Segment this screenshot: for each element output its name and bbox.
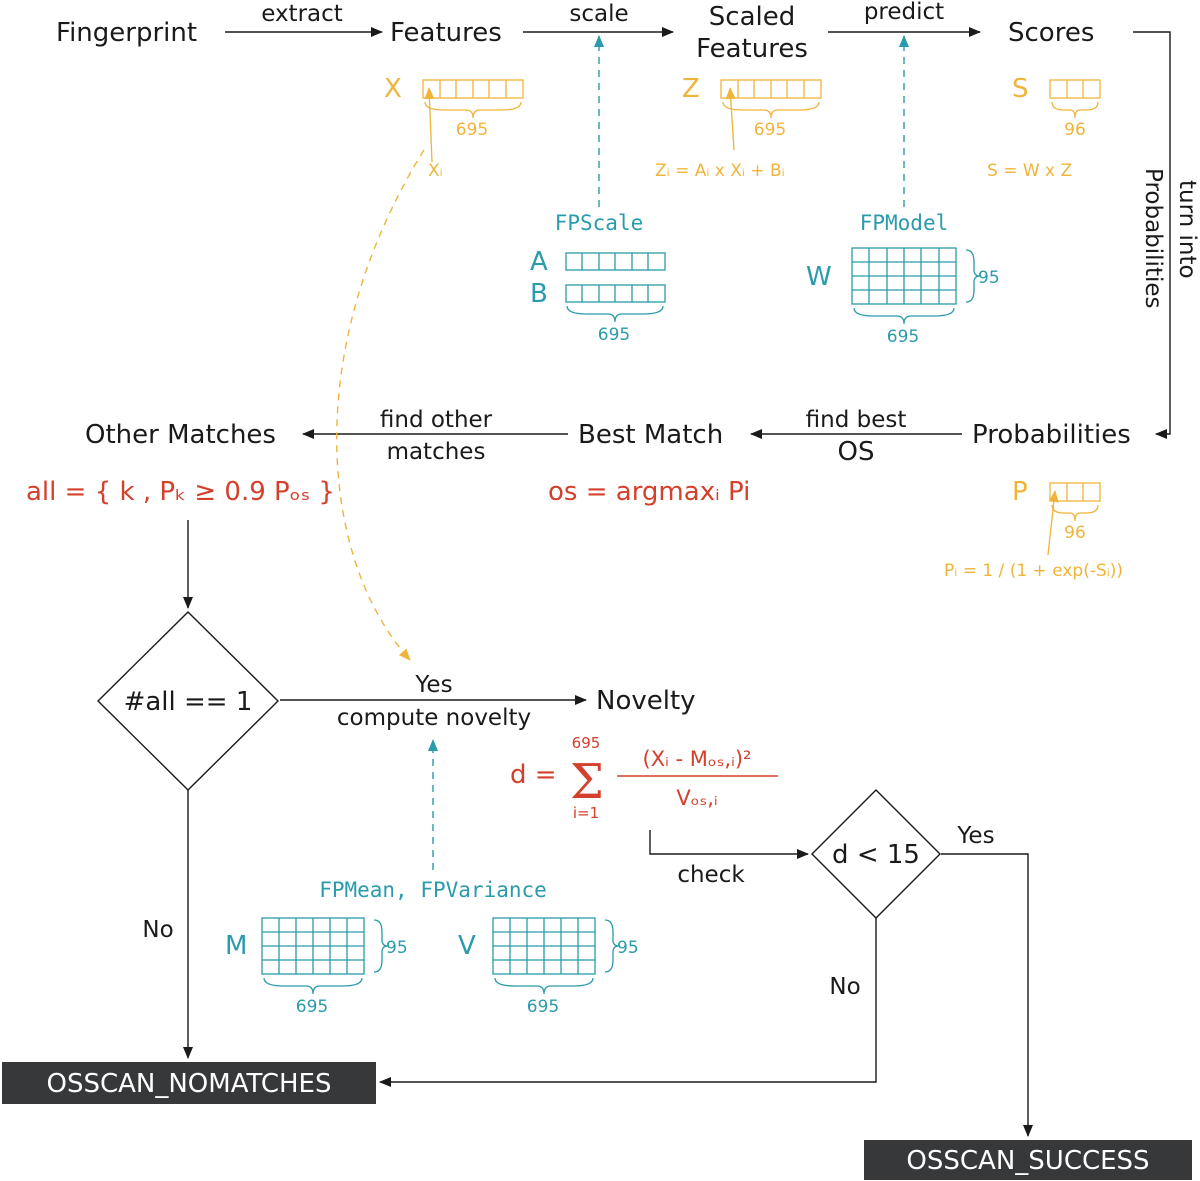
model-fpscale-title: FPScale <box>555 211 644 235</box>
formula-d-lhs: d = <box>510 760 557 790</box>
label-find-best-line2: OS <box>838 437 875 467</box>
label-find-best-line1: find best <box>806 407 907 433</box>
node-fingerprint: Fingerprint <box>56 18 197 48</box>
dashed-arrow-x-to-novelty <box>336 149 425 661</box>
vector-x-size: 695 <box>456 120 488 140</box>
label-yes-right: Yes <box>956 823 994 849</box>
model-fpmodel-cols: 695 <box>887 327 919 347</box>
model-fpmodel-rows: 95 <box>978 268 1000 288</box>
vector-p-pointer <box>1047 490 1059 556</box>
model-v-matrix <box>492 917 620 995</box>
vector-p-symbol: P <box>1012 477 1028 507</box>
node-scaled-features-line2: Features <box>696 34 808 64</box>
formula-d-upper: 695 <box>572 734 601 752</box>
vector-s-formula: S = W x Z <box>987 161 1072 181</box>
vector-s-size: 96 <box>1064 120 1086 140</box>
formula-all: all = { k , Pₖ ≥ 0.9 Pₒₛ } <box>26 477 335 507</box>
model-fpmodel-title: FPModel <box>860 211 949 235</box>
vector-x-element-pointer <box>424 87 435 163</box>
formula-distance: d = 695 Σ i=1 (Xᵢ - Mₒₛ,ᵢ)² Vₒₛ,ᵢ <box>510 734 778 822</box>
node-scaled-features-line1: Scaled <box>709 2 795 32</box>
vector-x-symbol: X <box>384 74 402 104</box>
label-turn-into-line2: Probabilities <box>1140 168 1166 309</box>
vector-z-formula: Zᵢ = Aᵢ x Xᵢ + Bᵢ <box>655 161 785 181</box>
arrow-yes-success <box>941 853 1033 1137</box>
model-fpmeanvar-title: FPMean, FPVariance <box>319 878 547 902</box>
terminal-nomatches: OSSCAN_NOMATCHES <box>2 1062 376 1104</box>
label-check: check <box>677 862 745 888</box>
label-compute-novelty: compute novelty <box>337 705 531 731</box>
formula-os: os = argmaxᵢ Pi <box>548 477 750 507</box>
node-features: Features <box>390 18 502 48</box>
node-probabilities: Probabilities <box>972 420 1131 450</box>
vector-s-symbol: S <box>1012 74 1029 104</box>
model-v-rows: 95 <box>617 938 639 958</box>
vector-x <box>422 79 524 119</box>
label-predict: predict <box>864 0 944 25</box>
formula-d-denominator: Vₒₛ,ᵢ <box>676 786 717 810</box>
vector-z <box>720 79 822 119</box>
model-fpscale-a: A <box>530 247 548 277</box>
vector-s <box>1049 79 1101 119</box>
label-extract: extract <box>261 1 343 27</box>
formula-d-lower: i=1 <box>573 804 599 822</box>
model-fpscale-b-vector <box>565 284 666 323</box>
label-no-right: No <box>829 974 860 1000</box>
terminal-success-label: OSSCAN_SUCCESS <box>906 1146 1149 1176</box>
formula-sigma: Σ <box>570 754 604 810</box>
model-v-symbol: V <box>458 931 476 961</box>
arrow-no-d-to-nomatches <box>379 918 877 1087</box>
vector-x-element: Xᵢ <box>428 161 443 181</box>
label-yes-top: Yes <box>414 672 452 698</box>
formula-d-numerator: (Xᵢ - Mₒₛ,ᵢ)² <box>643 747 752 771</box>
label-find-other-line1: find other <box>380 407 493 433</box>
terminal-nomatches-label: OSSCAN_NOMATCHES <box>47 1069 332 1099</box>
vector-p-size: 96 <box>1064 523 1086 543</box>
terminal-success: OSSCAN_SUCCESS <box>864 1140 1192 1180</box>
arrow-turn-into-probabilities <box>1133 31 1171 439</box>
model-fpscale-a-vector <box>565 252 666 271</box>
label-find-other-line2: matches <box>387 439 486 465</box>
node-novelty: Novelty <box>596 686 696 716</box>
vector-z-size: 695 <box>754 120 786 140</box>
decision-d-lt-15-label: d < 15 <box>832 840 920 870</box>
model-m-matrix <box>261 917 389 995</box>
model-m-rows: 95 <box>386 938 408 958</box>
vector-z-pointer <box>725 87 736 151</box>
vector-p <box>1049 482 1101 522</box>
model-v-cols: 695 <box>527 997 559 1017</box>
vector-p-formula: Pᵢ = 1 / (1 + exp(-Sᵢ)) <box>944 561 1123 581</box>
decision-all-eq-1-label: #all == 1 <box>124 687 253 717</box>
vector-z-symbol: Z <box>682 74 700 104</box>
model-fpmodel-w: W <box>806 262 832 292</box>
model-fpmodel-w-matrix <box>851 247 981 325</box>
node-scores: Scores <box>1008 18 1094 48</box>
label-turn-into-line1: turn into <box>1174 180 1200 279</box>
model-m-cols: 695 <box>296 997 328 1017</box>
model-fpscale-b: B <box>530 279 548 309</box>
label-no-left: No <box>142 917 173 943</box>
node-other-matches: Other Matches <box>85 420 276 450</box>
arrow-check <box>649 830 809 859</box>
model-fpscale-size: 695 <box>598 325 630 345</box>
label-scale: scale <box>569 1 628 27</box>
node-best-match: Best Match <box>578 420 723 450</box>
model-m-symbol: M <box>225 931 247 961</box>
